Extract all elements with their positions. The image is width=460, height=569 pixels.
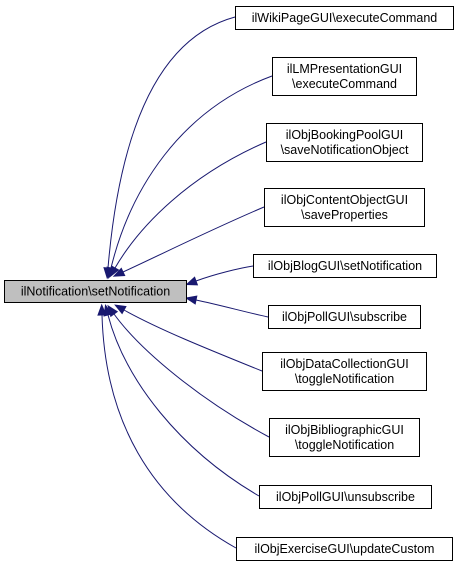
edges <box>97 16 273 549</box>
node-label: ilObjContentObjectGUI <box>281 193 408 207</box>
call-edge <box>184 295 269 318</box>
node-label: \executeCommand <box>292 77 397 91</box>
node-label: ilObjBookingPoolGUI <box>286 128 403 142</box>
call-edge <box>109 141 267 278</box>
caller-node[interactable]: ilObjExerciseGUI\updateCustom <box>236 537 453 561</box>
caller-node[interactable]: ilObjContentObjectGUI\saveProperties <box>264 188 425 227</box>
node-label: ilObjBibliographicGUI <box>285 423 404 437</box>
caller-node[interactable]: ilWikiPageGUI\executeCommand <box>235 6 454 30</box>
node-label: ilLMPresentationGUI <box>287 62 402 76</box>
node-label: ilObjPollGUI\unsubscribe <box>276 490 415 504</box>
node-label: \toggleNotification <box>295 372 394 386</box>
caller-node[interactable]: ilObjPollGUI\subscribe <box>268 305 421 329</box>
caller-node[interactable]: ilObjBibliographicGUI\toggleNotification <box>269 418 420 457</box>
caller-node[interactable]: ilObjBlogGUI\setNotification <box>253 254 437 278</box>
nodes: ilNotification\setNotification ilWikiPage… <box>4 6 454 561</box>
caller-node[interactable]: ilObjPollGUI\unsubscribe <box>259 485 432 509</box>
call-edge <box>185 265 254 286</box>
node-label: ilObjBlogGUI\setNotification <box>268 259 422 273</box>
call-edge <box>107 304 270 438</box>
caller-node[interactable]: ilLMPresentationGUI\executeCommand <box>272 57 417 96</box>
node-label: ilObjPollGUI\subscribe <box>282 310 407 324</box>
node-label: ilNotification\setNotification <box>21 285 170 299</box>
call-edge <box>114 304 263 372</box>
node-label: ilObjDataCollectionGUI <box>280 357 409 371</box>
node-label: \saveProperties <box>301 208 388 222</box>
call-edge <box>106 75 273 280</box>
node-label: \toggleNotification <box>295 438 394 452</box>
focus-node[interactable]: ilNotification\setNotification <box>4 280 187 303</box>
caller-node[interactable]: ilObjBookingPoolGUI\saveNotificationObje… <box>266 123 423 162</box>
call-edge <box>97 303 237 549</box>
node-label: \saveNotificationObject <box>281 143 409 157</box>
node-label: ilWikiPageGUI\executeCommand <box>252 11 438 25</box>
caller-node[interactable]: ilObjDataCollectionGUI\toggleNotificatio… <box>262 352 427 391</box>
call-edge <box>112 206 265 277</box>
call-edge <box>103 304 260 497</box>
call-edge <box>103 16 236 280</box>
node-label: ilObjExerciseGUI\updateCustom <box>255 542 435 556</box>
